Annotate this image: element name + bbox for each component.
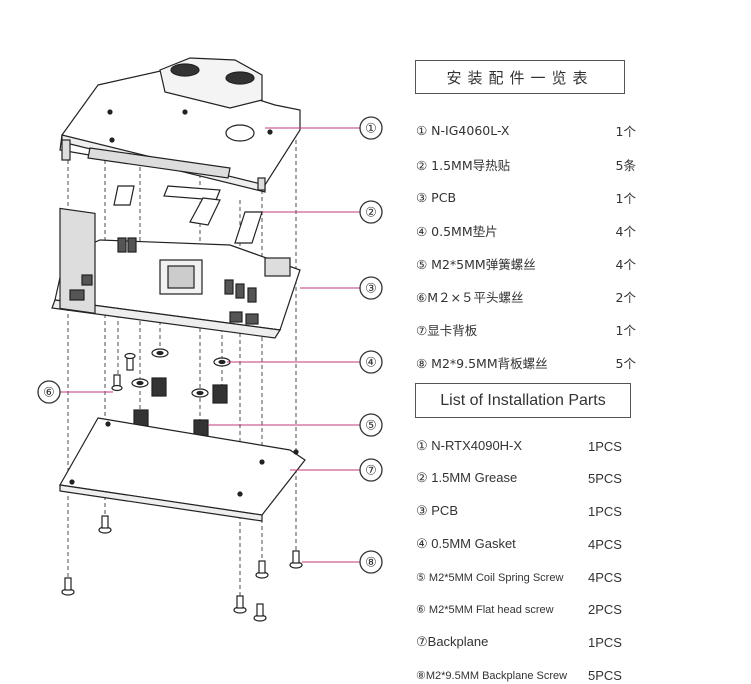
cn-row-2: ② 1.5MM导热贴 5条 [416,155,636,173]
en-row-qty: 1PCS [588,438,622,454]
callout-label-6: ⑥ [43,385,55,400]
cn-row-name: ⑤ M2*5MM弹簧螺丝 [416,256,536,272]
en-row-4: ④ 0.5MM Gasket 4PCS [416,535,632,553]
cn-row-name: ④ 0.5MM垫片 [416,223,498,239]
en-table-title: List of Installation Parts [415,383,631,418]
callout-label-2: ② [365,205,377,220]
en-row-name: ① N-RTX4090H-X [416,438,523,453]
cn-row-name: ⑧ M2*9.5MM背板螺丝 [416,355,548,371]
en-row-qty: 1PCS [588,634,622,650]
cn-row-7: ⑦显卡背板 1个 [416,320,636,338]
backplane [59,417,306,522]
cn-row-3: ③ PCB 1个 [416,188,636,206]
cn-row-name: ⑦显卡背板 [416,322,478,338]
cn-row-name: ② 1.5MM导热贴 [416,157,511,173]
en-row-7: ⑦Backplane 1PCS [416,633,632,651]
cn-row-name: ③ PCB [416,189,457,205]
en-row-2: ② 1.5MM Grease 5PCS [416,469,632,487]
cn-row-name: ① N-IG4060L-X [416,122,510,138]
cn-row-qty: 1个 [615,123,636,139]
en-row-name: ⑦Backplane [416,634,489,649]
callout-label-8: ⑧ [365,555,377,570]
cn-row-5: ⑤ M2*5MM弹簧螺丝 4个 [416,254,636,272]
callout-label-5: ⑤ [365,418,377,433]
cn-row-8: ⑧ M2*9.5MM背板螺丝 5个 [416,353,636,371]
en-row-5: ⑤ M2*5MM Coil Spring Screw 4PCS [416,568,632,586]
cn-row-qty: 5个 [615,355,636,371]
water-block [59,57,301,193]
cn-row-qty: 5条 [615,157,636,173]
en-row-8: ⑧M2*9.5MM Backplane Screw 5PCS [416,666,632,684]
pcb-board [51,207,301,339]
en-row-qty: 5PCS [588,470,622,486]
cn-row-6: ⑥M２×５平头螺丝 2个 [416,287,636,305]
cn-row-name: ⑥M２×５平头螺丝 [416,289,524,305]
gaskets-and-screws [111,348,231,437]
cn-table-title: 安装配件一览表 [415,60,625,94]
en-row-1: ① N-RTX4090H-X 1PCS [416,437,632,455]
en-row-6: ⑥ M2*5MM Flat head screw 2PCS [416,600,632,618]
cn-row-1: ① N-IG4060L-X 1个 [416,121,636,139]
en-row-name: ⑧M2*9.5MM Backplane Screw [416,669,568,682]
thermal-pads [113,185,263,244]
cn-row-4: ④ 0.5MM垫片 4个 [416,221,636,239]
cn-row-qty: 1个 [615,322,636,338]
en-row-name: ③ PCB [416,503,458,518]
cn-row-qty: 1个 [615,190,636,206]
en-row-name: ② 1.5MM Grease [416,470,518,485]
en-row-qty: 5PCS [588,667,622,683]
en-row-qty: 2PCS [588,601,622,617]
cn-row-qty: 4个 [615,223,636,239]
en-row-name: ⑤ M2*5MM Coil Spring Screw [416,571,564,584]
callout-label-7: ⑦ [365,463,377,478]
en-row-name: ④ 0.5MM Gasket [416,536,516,551]
en-row-qty: 1PCS [588,503,622,519]
cn-row-qty: 4个 [615,256,636,272]
backplane-screws [61,515,303,622]
callout-label-1: ① [365,121,377,136]
en-row-qty: 4PCS [588,536,622,552]
en-row-3: ③ PCB 1PCS [416,502,632,520]
cn-row-qty: 2个 [615,289,636,305]
callout-label-4: ④ [365,355,377,370]
callout-label-3: ③ [365,281,377,296]
en-row-qty: 4PCS [588,569,622,585]
en-row-name: ⑥ M2*5MM Flat head screw [416,603,554,616]
callout-circles [37,116,383,574]
